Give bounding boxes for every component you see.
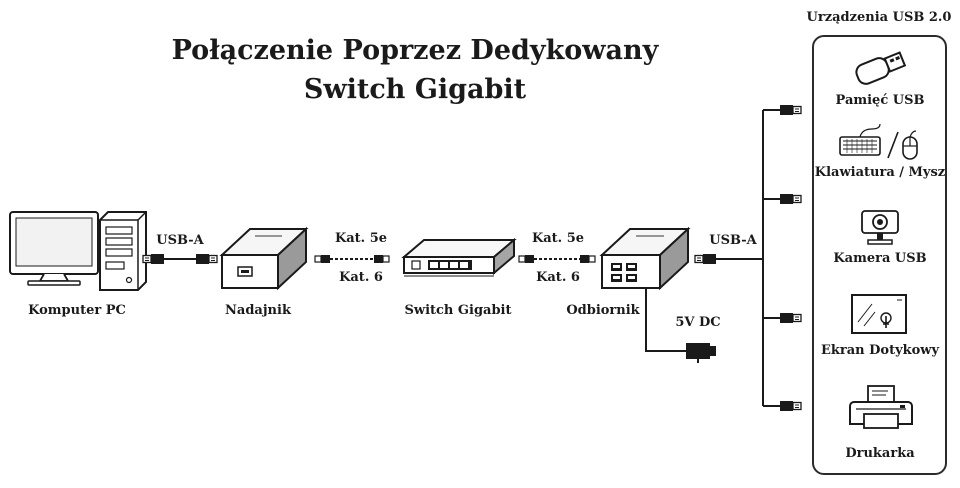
receiver-icon bbox=[599, 226, 691, 291]
usb-a-left-label: USB-A bbox=[156, 233, 204, 248]
power-label: 5V DC bbox=[675, 315, 721, 330]
usb-device-label: Ekran Dotykowy bbox=[820, 343, 940, 358]
usb-device-label: Kamera USB bbox=[833, 251, 927, 266]
printer-icon bbox=[849, 385, 913, 429]
computer-pc-icon bbox=[9, 211, 147, 291]
cable-left-bottom-label: Kat. 6 bbox=[339, 270, 383, 285]
webcam-icon bbox=[861, 210, 899, 245]
usb-stick-icon bbox=[855, 51, 907, 85]
receiver-label: Odbiornik bbox=[566, 303, 640, 318]
usb-hub-cable bbox=[694, 104, 802, 412]
network-cable-right bbox=[518, 254, 596, 264]
cable-right-bottom-label: Kat. 6 bbox=[536, 270, 580, 285]
touchscreen-icon bbox=[851, 294, 907, 334]
pc-label: Komputer PC bbox=[28, 303, 126, 318]
usb-device-label: Klawiatura / Mysz bbox=[814, 165, 946, 180]
power-cable bbox=[645, 288, 716, 363]
diagram-title-line-1: Połączenie Poprzez Dedykowany bbox=[171, 35, 659, 66]
usb-a-right-label: USB-A bbox=[709, 233, 757, 248]
transmitter-icon bbox=[219, 226, 309, 291]
transmitter-label: Nadajnik bbox=[225, 303, 291, 318]
gigabit-switch-icon bbox=[401, 237, 517, 277]
switch-label: Switch Gigabit bbox=[404, 303, 512, 318]
usb-panel-heading: Urządzenia USB 2.0 bbox=[806, 10, 952, 25]
cable-left-top-label: Kat. 5e bbox=[334, 231, 388, 246]
usb-device-label: Drukarka bbox=[845, 446, 915, 461]
usb-cable-left bbox=[142, 253, 218, 265]
network-cable-left bbox=[314, 254, 390, 264]
diagram-title-line-2: Switch Gigabit bbox=[303, 74, 527, 105]
usb-device-label: Pamięć USB bbox=[835, 93, 925, 108]
keyboard-mouse-icon bbox=[839, 123, 918, 160]
cable-right-top-label: Kat. 5e bbox=[531, 231, 585, 246]
